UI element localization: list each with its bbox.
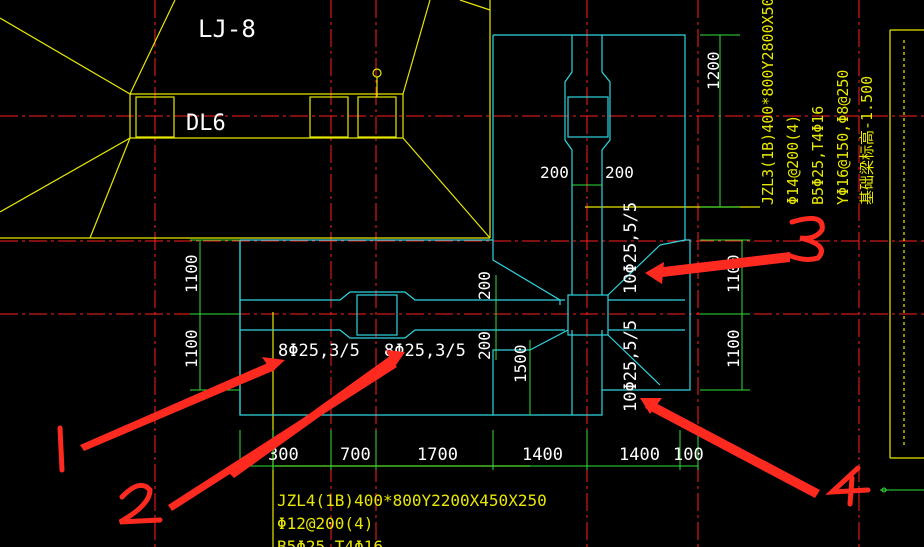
annotation-1: 1 (55, 424, 79, 470)
jzl4-line3: B5Φ25,T4Φ16 (277, 537, 383, 547)
dim-bottom-300: 300 (268, 445, 299, 465)
arrow-2b (168, 361, 397, 511)
rebar-vertical-top: 10Φ25,5/5 (621, 202, 641, 294)
beam-outlines (239, 34, 691, 416)
jzl3-line5: 基础梁标高-1.500 (858, 76, 876, 205)
jzl4-line1: JZL4(1B)400*800Y2200X450X250 (277, 491, 547, 510)
dim-200-right: 200 (605, 163, 634, 182)
dim-1100-left-top: 1100 (182, 254, 201, 293)
dim-200-upper: 200 (475, 271, 494, 300)
dim-1200: 1200 (704, 51, 723, 90)
dim-200-lower: 200 (475, 331, 494, 360)
annotation-3: 3 (790, 219, 814, 265)
annotation-4: 4 (830, 464, 854, 510)
dim-1100-right-bottom: 1100 (724, 329, 743, 368)
jzl3-line2: Φ14@200(4) (784, 115, 802, 205)
jzl4-line2: Φ12@200(4) (277, 514, 373, 533)
beam-annotations: JZL3(1B)400*800Y2800X500X Φ14@200(4) B5Φ… (277, 0, 876, 547)
annotation-2: 2 (118, 484, 142, 530)
rebar-left-1: 8Φ25,3/5 (278, 341, 360, 361)
dim-bottom-700: 700 (340, 445, 371, 465)
jzl3-line1: JZL3(1B)400*800Y2800X500X (759, 0, 777, 205)
column-center (567, 294, 609, 336)
dim-bottom-1700: 1700 (417, 445, 458, 465)
annotation-numbers (57, 215, 871, 525)
dim-1500: 1500 (511, 344, 530, 383)
column-dl6-1 (135, 96, 175, 138)
label-lj8: LJ-8 (198, 15, 256, 43)
node-marker (372, 68, 382, 78)
dim-bottom-1400b: 1400 (619, 445, 660, 465)
arrow-3 (654, 252, 790, 278)
label-dl6: DL6 (186, 111, 226, 136)
jzl3-line4: YΦ16@150,Φ8@250 (834, 70, 852, 205)
annotation-3-stroke (785, 215, 825, 262)
dim-bottom-1400a: 1400 (522, 445, 563, 465)
dim-1100-left-bottom: 1100 (182, 329, 201, 368)
column-mid (356, 294, 398, 336)
column-top (567, 96, 609, 138)
rebar-left-2: 8Φ25,3/5 (384, 341, 466, 361)
dim-200-left: 200 (540, 163, 569, 182)
annotation-2-stroke (118, 482, 163, 525)
annotation-1-stroke (57, 425, 65, 473)
rebar-vertical-bottom: 10Φ25,5/5 (621, 320, 641, 412)
jzl3-line3: B5Φ25,T4Φ16 (809, 106, 827, 205)
dim-bottom-100: 100 (673, 445, 704, 465)
column-dl6-3 (357, 96, 397, 138)
arrow-4 (645, 400, 820, 498)
arrow-1 (80, 362, 275, 451)
annotation-4-stroke (825, 465, 871, 507)
column-dl6-2 (309, 96, 349, 138)
annotation-arrows (80, 252, 820, 511)
